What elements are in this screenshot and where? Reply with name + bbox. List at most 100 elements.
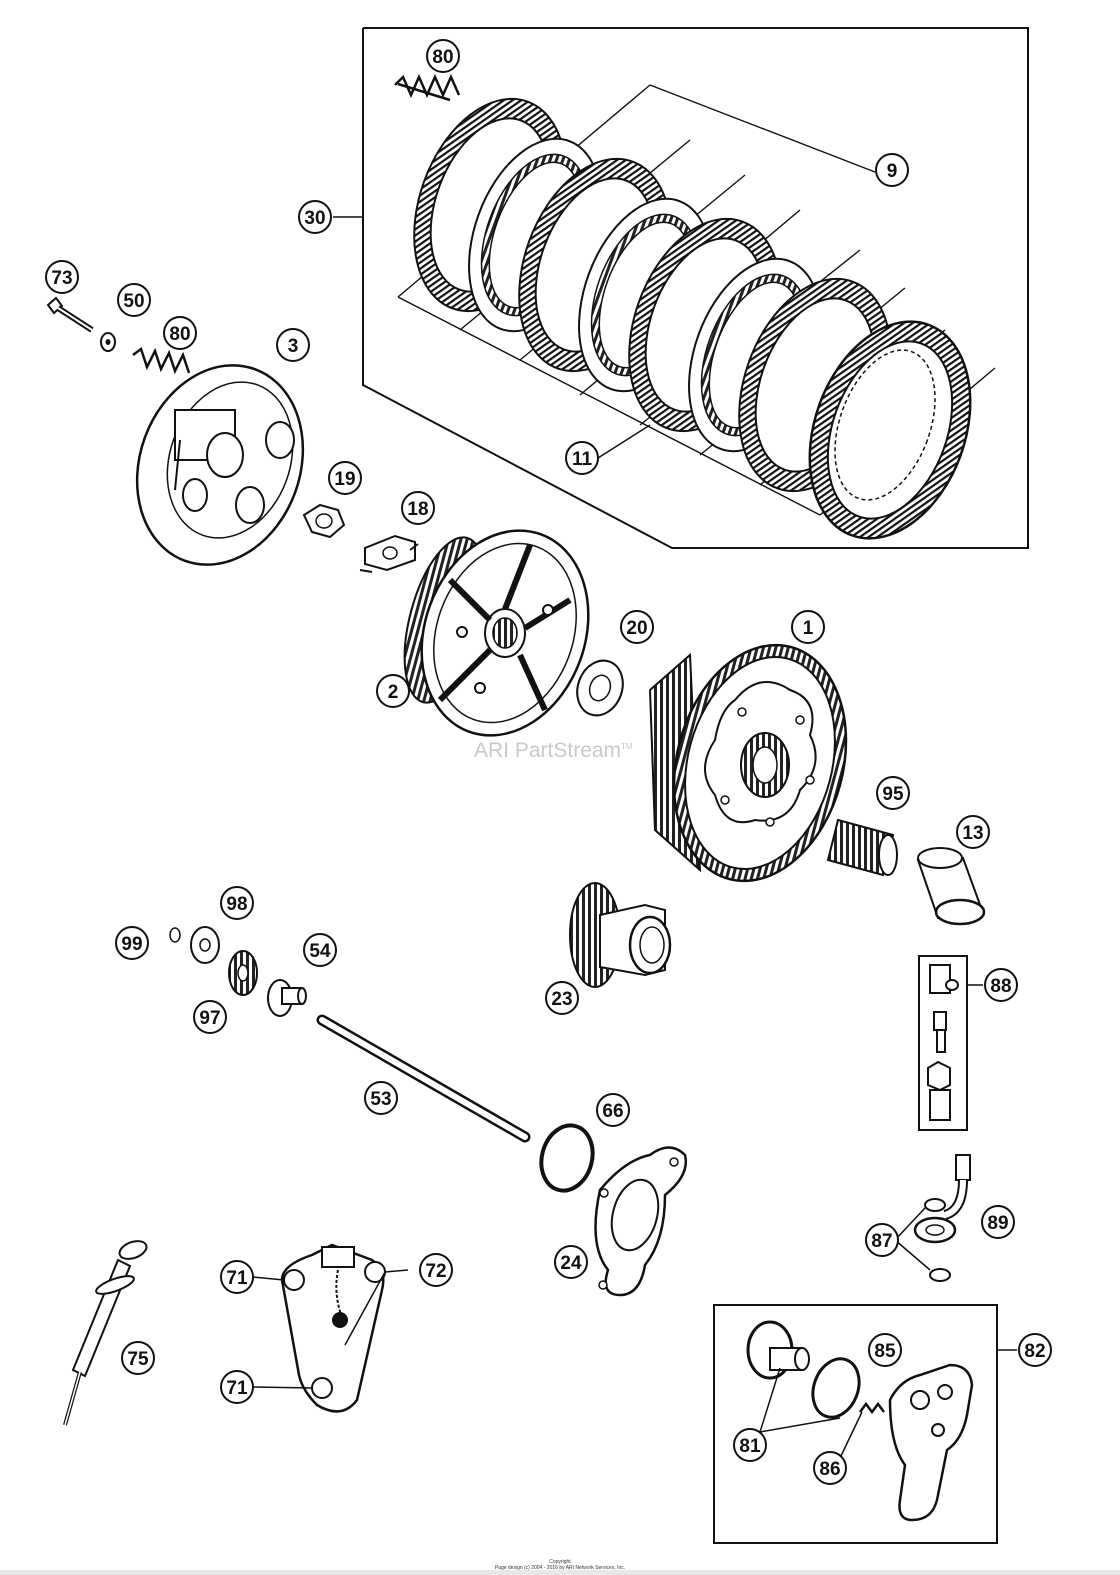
svg-text:50: 50 xyxy=(123,291,144,312)
svg-text:13: 13 xyxy=(962,823,983,844)
callout-50[interactable]: 50 xyxy=(117,283,151,317)
callout-20[interactable]: 20 xyxy=(620,610,654,644)
svg-text:71: 71 xyxy=(226,1378,248,1399)
callout-85[interactable]: 85 xyxy=(868,1333,902,1367)
svg-text:3: 3 xyxy=(288,336,299,357)
thrust-washer xyxy=(576,659,624,717)
svg-text:53: 53 xyxy=(370,1089,391,1110)
svg-text:54: 54 xyxy=(309,941,331,962)
bolt xyxy=(46,296,94,333)
bushing xyxy=(916,847,986,926)
callout-18[interactable]: 18 xyxy=(401,491,435,525)
pressure-piece-54 xyxy=(267,979,307,1017)
clutch-pack-group-box xyxy=(362,27,1029,549)
sealing-rings xyxy=(894,1198,951,1282)
slave-cylinder-cover xyxy=(252,1243,409,1413)
callout-80[interactable]: 80 xyxy=(163,316,197,350)
svg-text:23: 23 xyxy=(551,989,572,1010)
callout-95[interactable]: 95 xyxy=(876,776,910,810)
callout-30[interactable]: 30 xyxy=(298,200,332,234)
master-cylinder-housing xyxy=(888,1363,974,1522)
bottom-bar xyxy=(0,1570,1120,1575)
callout-1[interactable]: 1 xyxy=(791,610,825,644)
callout-87[interactable]: 87 xyxy=(865,1223,899,1257)
callout-73[interactable]: 73 xyxy=(45,260,79,294)
svg-text:19: 19 xyxy=(334,469,355,490)
callout-80-top[interactable]: 80 xyxy=(426,39,460,73)
copyright-line-2: Page design (c) 2004 - 2016 by ARI Netwo… xyxy=(494,1565,626,1571)
callout-72[interactable]: 72 xyxy=(419,1253,453,1287)
callout-82[interactable]: 82 xyxy=(1018,1333,1052,1367)
svg-text:82: 82 xyxy=(1024,1341,1045,1362)
callout-2[interactable]: 2 xyxy=(376,674,410,708)
svg-text:66: 66 xyxy=(602,1101,623,1122)
friction-disc-front xyxy=(808,320,972,540)
svg-text:95: 95 xyxy=(882,784,904,805)
svg-text:99: 99 xyxy=(121,934,142,955)
callout-13[interactable]: 13 xyxy=(956,815,990,849)
copyright-notice: Copyright Page design (c) 2004 - 2016 by… xyxy=(0,1559,1120,1571)
special-tool xyxy=(63,1240,148,1426)
callout-23[interactable]: 23 xyxy=(545,981,579,1015)
callout-98[interactable]: 98 xyxy=(220,886,254,920)
push-rod xyxy=(316,1014,531,1143)
callout-75[interactable]: 75 xyxy=(121,1341,155,1375)
retaining-ring xyxy=(169,927,181,943)
callout-54[interactable]: 54 xyxy=(303,933,337,967)
watermark-tm: TM xyxy=(621,742,633,751)
callout-71-bottom[interactable]: 71 xyxy=(220,1370,254,1404)
svg-text:85: 85 xyxy=(874,1341,896,1362)
spring-top xyxy=(394,73,461,102)
lock-washer xyxy=(359,534,419,573)
callout-11[interactable]: 11 xyxy=(565,441,599,475)
svg-text:20: 20 xyxy=(626,618,647,639)
svg-text:18: 18 xyxy=(407,499,428,520)
copyright-line-1: Copyright xyxy=(549,1559,571,1565)
callout-89[interactable]: 89 xyxy=(981,1205,1015,1239)
callout-97[interactable]: 97 xyxy=(193,1000,227,1034)
callout-3[interactable]: 3 xyxy=(276,328,310,362)
callout-71-top[interactable]: 71 xyxy=(220,1260,254,1294)
gasket-24 xyxy=(594,1146,688,1297)
svg-text:87: 87 xyxy=(871,1231,892,1252)
washer xyxy=(100,332,116,352)
svg-text:81: 81 xyxy=(739,1436,761,1457)
svg-text:72: 72 xyxy=(425,1261,446,1282)
piston-81 xyxy=(746,1320,841,1433)
o-ring-66 xyxy=(539,1123,595,1193)
svg-text:86: 86 xyxy=(819,1459,840,1480)
bearing-97 xyxy=(228,950,258,996)
pressure-plate xyxy=(135,364,305,566)
callout-81[interactable]: 81 xyxy=(733,1428,767,1462)
banjo-bolt xyxy=(913,1154,971,1244)
bleeder-group-box xyxy=(918,955,983,1131)
callout-53[interactable]: 53 xyxy=(364,1081,398,1115)
callout-24[interactable]: 24 xyxy=(554,1245,588,1279)
callout-86[interactable]: 86 xyxy=(813,1451,847,1485)
callout-9[interactable]: 9 xyxy=(875,153,909,187)
leader-11 xyxy=(597,424,651,459)
svg-text:24: 24 xyxy=(560,1253,582,1274)
svg-text:71: 71 xyxy=(226,1268,248,1289)
outer-clutch-basket xyxy=(648,643,848,883)
spring xyxy=(132,346,191,375)
svg-text:88: 88 xyxy=(990,976,1011,997)
svg-text:98: 98 xyxy=(226,894,247,915)
callout-99[interactable]: 99 xyxy=(115,926,149,960)
washer-98 xyxy=(190,926,220,964)
callout-66[interactable]: 66 xyxy=(596,1093,630,1127)
inner-clutch-hub xyxy=(403,529,590,737)
svg-text:97: 97 xyxy=(199,1008,220,1029)
svg-text:75: 75 xyxy=(127,1349,149,1370)
svg-text:30: 30 xyxy=(304,208,325,229)
svg-text:2: 2 xyxy=(388,682,399,703)
spring-86 xyxy=(839,1401,885,1459)
svg-text:9: 9 xyxy=(887,161,898,182)
callout-88[interactable]: 88 xyxy=(984,968,1018,1002)
o-ring-85 xyxy=(811,1357,861,1419)
watermark: ARI PartStreamTM xyxy=(474,739,633,763)
callout-19[interactable]: 19 xyxy=(328,461,362,495)
svg-text:89: 89 xyxy=(987,1213,1008,1234)
clutch-discs xyxy=(413,97,972,540)
